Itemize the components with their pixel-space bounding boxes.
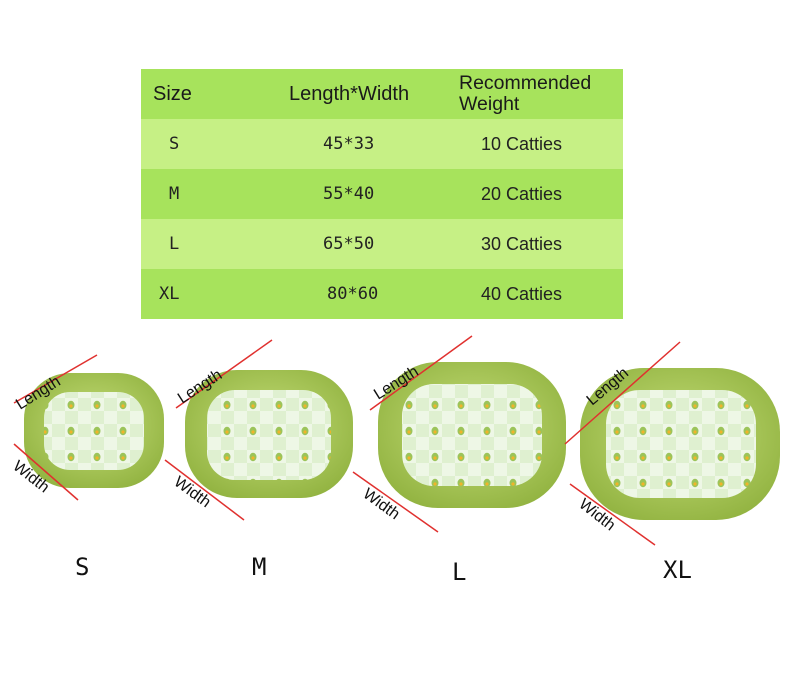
bed-l-pad [402,384,542,486]
bed-size-label: M [252,553,267,581]
row-weight: 30 Catties [481,233,563,254]
bed-m-pad [207,390,331,480]
row-size: XL [159,284,180,304]
row-dims: 65*50 [323,234,375,254]
row-dims: 80*60 [327,284,379,304]
width-dimension-line [13,443,79,501]
row-size: L [169,234,180,254]
row-weight: 40 Catties [481,283,563,304]
row-dims: 55*40 [323,184,375,204]
length-dimension-line [369,335,473,411]
bed-xl-pad [606,390,756,498]
header-length-width: Length*Width [289,82,410,105]
width-dimension-line [352,471,439,533]
table-row: L 65*50 30 Catties [141,219,623,269]
header-recommended-weight: Recommended Weight [459,72,592,115]
length-dimension-line [175,339,273,409]
bed-size-label: S [75,553,90,581]
beds-svg: Length Width Length Width Length Width [10,335,780,546]
width-dimension-line [569,483,656,546]
bed-s: Length Width [10,354,164,501]
header-size: Size [153,82,192,105]
row-size: M [169,184,180,204]
row-size: S [169,134,180,154]
row-weight: 20 Catties [481,183,563,204]
bed-m: Length Width [164,339,353,521]
length-dimension-line [13,354,98,404]
table-row: S 45*33 10 Catties [141,119,623,169]
bed-size-illustration: Length Width Length Width Length Width [0,320,790,673]
width-dimension-line [164,459,245,521]
length-dimension-line [564,341,681,445]
bed-l: Length Width [352,335,566,533]
bed-size-label: L [452,558,467,586]
row-dims: 45*33 [323,134,375,154]
bed-size-label: XL [663,556,692,584]
size-table: Size Length*Width Recommended Weight S 4… [141,69,623,319]
row-weight: 10 Catties [481,133,563,154]
table-row: XL 80*60 40 Catties [141,269,623,319]
table-header-row: Size Length*Width Recommended Weight [141,69,623,119]
table-row: M 55*40 20 Catties [141,169,623,219]
bed-xl: Length Width [564,341,780,546]
bed-s-pad [44,392,144,470]
